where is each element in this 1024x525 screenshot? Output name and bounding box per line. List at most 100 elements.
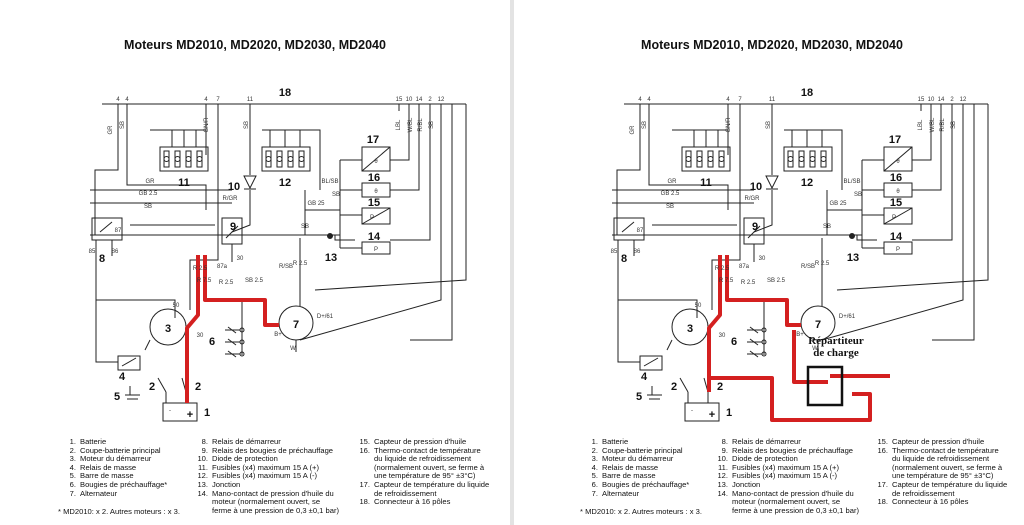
wire-color-label: SB — [854, 192, 862, 198]
glow-plug-coil — [227, 350, 237, 358]
legend-item: 10.Diode de protection — [710, 455, 876, 464]
battery-1 — [684, 402, 720, 422]
wire-color-label: SB 2.5 — [767, 278, 786, 284]
fuse — [185, 150, 192, 168]
footnote: * MD2010: x 2. Autres moteurs : x 3. — [580, 507, 702, 516]
legend-item: 7.Alternateur — [580, 488, 708, 499]
component-number-14: 14 — [890, 231, 903, 243]
wire-color-label: GB 2.5 — [139, 191, 158, 197]
component-number-11: 11 — [178, 177, 190, 189]
wire-color-label: W/BL — [930, 117, 936, 132]
wire — [932, 104, 975, 341]
ground-relay-4 — [639, 355, 663, 371]
legend-item: 13.Jonction — [190, 480, 356, 490]
pin-label: 4 — [726, 97, 730, 103]
legend-item: 8.Relais de démarreur — [190, 437, 356, 447]
legend-text: Mano-contact de pression d'huile du mote… — [732, 488, 860, 515]
pin-label: 30 — [759, 256, 766, 262]
wire-color-label: R 2.5 — [815, 261, 830, 267]
wire — [753, 190, 773, 233]
legend-number: 1. — [591, 437, 598, 446]
pin-label: 10 — [406, 97, 413, 103]
highlight-cable-starter — [185, 255, 200, 392]
pin-label: 87 — [115, 228, 122, 234]
legend-item: 18.Connecteur à 16 pôles — [352, 498, 510, 507]
wire-color-label: R 7.5 — [719, 278, 734, 284]
diode-10 — [765, 175, 779, 190]
pin-label: 4 — [204, 97, 208, 103]
legend-item: 14.Mano-contact de pression d'huile du m… — [190, 489, 356, 516]
legend-text: Bougies de préchauffage* — [602, 479, 690, 489]
sensor-15-symbol: P — [892, 215, 896, 221]
fuse-box-12 — [783, 146, 833, 172]
diagram-lines — [612, 103, 989, 422]
sensor-14-symbol: P — [896, 247, 900, 253]
fuse-contact — [798, 156, 805, 162]
wire — [648, 111, 729, 210]
legend-text: Barre de masse — [80, 471, 134, 481]
wire-color-label: R/BL — [418, 118, 424, 132]
sensor-17 — [361, 146, 391, 172]
legend-text: Fusibles (x4) maximum 15 A (+) — [212, 462, 319, 472]
legend-item: 2.Coupe-batterie principal — [58, 446, 186, 456]
fuse-contact — [787, 156, 794, 162]
fuse-contact — [820, 156, 827, 162]
legend-number: 15. — [359, 437, 370, 446]
legend-number: 12. — [197, 471, 208, 481]
legend-text: Fusibles (x4) maximum 15 A (-) — [212, 471, 318, 481]
wire — [821, 111, 964, 341]
relay-9-contact — [747, 225, 761, 239]
sensor-17-symbol: θ — [896, 159, 900, 165]
wire — [390, 111, 410, 161]
sensor-17-diag — [883, 146, 913, 172]
wire-color-label: R 7.5 — [197, 278, 212, 284]
component-number-10: 10 — [228, 181, 240, 193]
fuse-contact — [196, 156, 203, 162]
legend-item: 7.Alternateur — [58, 489, 186, 499]
component-number-11: 11 — [700, 177, 712, 189]
legend-text: Coupe-batterie principal — [602, 445, 683, 455]
wire-color-label: W/BL — [408, 117, 414, 132]
legend-item: 10.Diode de protection — [190, 455, 356, 464]
wire — [299, 111, 442, 341]
legend-text: Bougies de préchauffage* — [80, 479, 168, 489]
wire-color-label: SB — [144, 204, 152, 210]
pin-label: 12 — [960, 97, 967, 103]
component-number-2b: 2 — [717, 381, 723, 393]
sensor-16-symbol: θ — [896, 189, 900, 195]
legend-item: 1.Batterie — [58, 437, 186, 447]
legend-text: Jonction — [732, 479, 761, 489]
sensor-15-diag — [361, 207, 391, 225]
pin-label: 50 — [173, 303, 180, 309]
pin-label: 7 — [738, 97, 742, 103]
charge-splitter-label: Répartiteur de charge — [796, 335, 876, 359]
charge-splitter-label-line2: de charge — [813, 347, 859, 359]
legend-text: Relais de masse — [80, 462, 137, 472]
legend-number: 7. — [591, 488, 598, 498]
fuse — [276, 150, 283, 168]
component-number-18: 18 — [801, 87, 813, 99]
wire-color-label: GB 2.5 — [661, 191, 680, 197]
legend-number: 18. — [877, 497, 888, 507]
sensor-17 — [883, 146, 913, 172]
legend-text: Relais de démarreur — [732, 437, 801, 446]
legend-text: Relais des bougies de préchauffage — [212, 445, 334, 455]
pin-label: D+/61 — [317, 314, 334, 320]
sensor-17-diag — [361, 146, 391, 172]
glow-plug-coil — [227, 326, 237, 334]
wire — [262, 129, 321, 190]
component-number-9: 9 — [230, 221, 236, 233]
component-number-5: 5 — [114, 391, 120, 403]
wire — [617, 256, 698, 318]
wire — [314, 104, 467, 291]
legend-item: 3.Moteur du démarreur — [580, 455, 708, 464]
fuse — [685, 150, 692, 168]
pin-label: 11 — [247, 97, 254, 103]
wire — [836, 104, 989, 291]
fuse-contact — [287, 156, 294, 162]
highlight-cable-starter — [707, 255, 722, 392]
